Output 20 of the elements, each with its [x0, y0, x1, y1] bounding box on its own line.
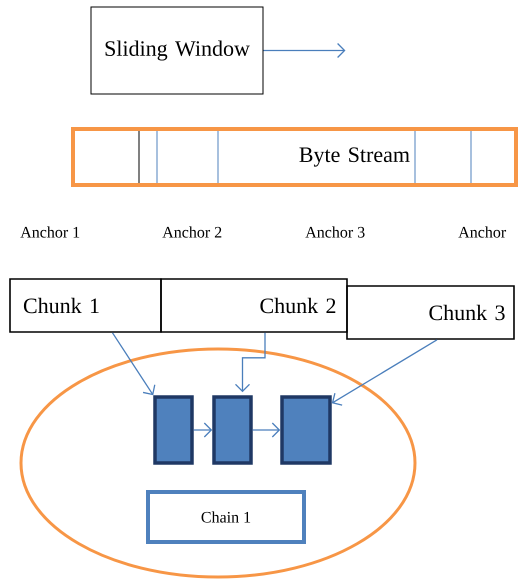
anchor-label: Anchor 1 — [20, 226, 80, 238]
byte-stream-bar: Byte Stream — [71, 127, 518, 187]
anchor-label: Anchor — [458, 226, 506, 238]
chunk-block — [153, 395, 194, 465]
anchor-label: Anchor 2 — [162, 226, 222, 238]
arrow — [264, 43, 346, 58]
chunk-block — [280, 395, 332, 465]
arrow — [252, 422, 280, 438]
arrow — [112, 332, 156, 396]
window-box: Sliding Window — [90, 6, 264, 94]
arrow — [332, 339, 438, 406]
chunk-block — [212, 395, 253, 465]
chain-box: Chain 1 — [146, 490, 306, 544]
anchor-label: Anchor 3 — [305, 226, 365, 238]
chunk-cell: Chunk 1 — [9, 278, 162, 333]
chunk-cell: Chunk 3 — [346, 285, 515, 340]
arrow — [235, 332, 266, 392]
chain-ellipse — [20, 348, 416, 578]
chunk-cell: Chunk 2 — [160, 278, 348, 333]
arrow — [194, 422, 212, 438]
